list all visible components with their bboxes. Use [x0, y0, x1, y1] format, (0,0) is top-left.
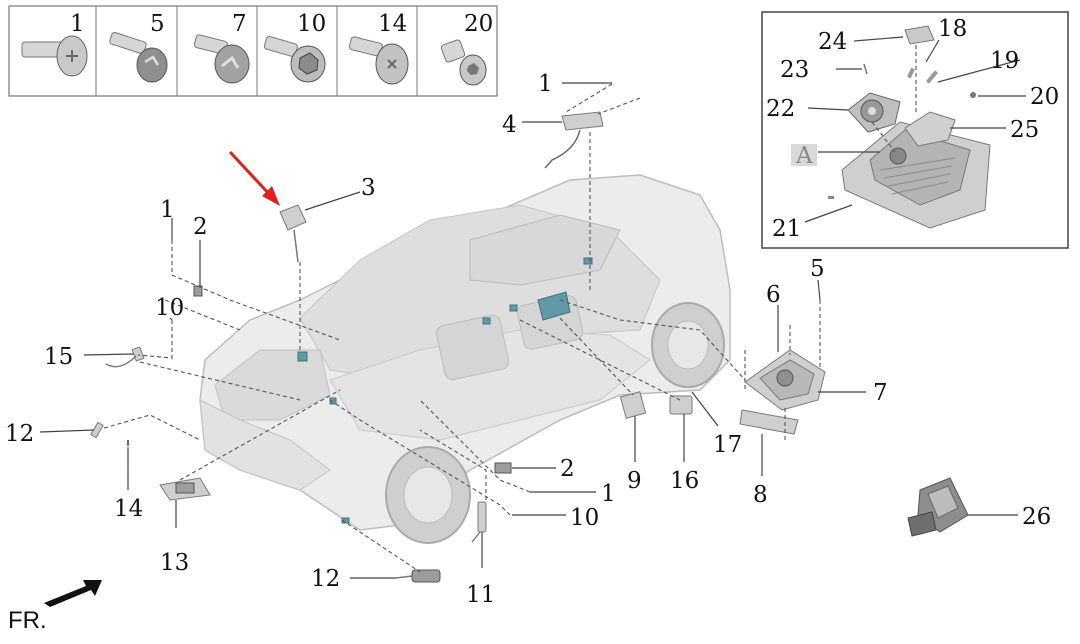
clip-23 [863, 63, 868, 75]
callout-2-left: 2 [193, 214, 208, 240]
inset-label-21: 21 [772, 216, 801, 242]
inset-label-22: 22 [766, 96, 795, 122]
part-16-module [669, 395, 693, 415]
pin-18 [907, 67, 915, 79]
inset-label-19: 19 [990, 48, 1019, 74]
flat-head-bolt-icon [21, 35, 88, 77]
fan-module-22 [847, 92, 901, 133]
callout-11: 11 [466, 582, 495, 608]
callout-1-mid: 1 [601, 481, 616, 507]
module-point [329, 397, 337, 405]
callout-17: 17 [713, 432, 742, 458]
part-11-strip [471, 501, 487, 543]
routing-lines [103, 83, 821, 573]
callout-14: 14 [114, 496, 143, 522]
legend-label-1: 1 [70, 11, 85, 37]
leader-lines [39, 82, 1018, 579]
front-label: FR. [8, 607, 47, 634]
callout-6: 6 [766, 282, 781, 308]
view-marker-a: A [795, 143, 813, 169]
legend-label-10: 10 [297, 11, 326, 37]
highlight-arrow-icon [228, 150, 280, 206]
fastener-legend: 1 5 7 10 14 20 [8, 5, 498, 97]
hex-flange-bolt-icon [263, 36, 326, 83]
callout-2-mid: 2 [560, 456, 575, 482]
legend-label-5: 5 [150, 11, 165, 37]
callout-3: 3 [361, 175, 376, 201]
callout-5: 5 [810, 256, 825, 282]
rear-module-highlight [297, 351, 308, 362]
inset-label-20: 20 [1030, 84, 1059, 110]
front-arrow-icon [44, 580, 102, 607]
callouts: 1 4 3 1 2 10 15 12 14 13 12 11 10 1 2 9 … [5, 71, 1051, 608]
legend-label-7: 7 [232, 11, 247, 37]
part-2-lower [494, 462, 512, 474]
part-6-control-unit [744, 349, 826, 411]
flange-screw-icon [109, 32, 168, 83]
callout-7: 7 [873, 380, 888, 406]
module-point [583, 257, 593, 265]
part-13-bracket [159, 477, 211, 501]
part-8-bracket [739, 409, 799, 435]
legend-label-20: 20 [464, 11, 493, 37]
legend-label-14: 14 [378, 11, 407, 37]
part-12-sensor-bottom [395, 569, 441, 583]
central-module-highlight [537, 291, 571, 321]
flat-head-bolt-icon [348, 36, 409, 85]
callout-10-bottom: 10 [570, 505, 599, 531]
clip-21 [828, 196, 834, 199]
callout-12-bottom: 12 [311, 566, 340, 592]
callout-1-top: 1 [538, 71, 553, 97]
callout-12-left: 12 [5, 421, 34, 447]
callout-26: 26 [1022, 504, 1051, 530]
callout-8: 8 [753, 482, 768, 508]
module-point [509, 304, 518, 312]
callout-10-left: 10 [155, 295, 184, 321]
callout-1-left: 1 [160, 197, 175, 223]
view-marker-box [791, 144, 817, 166]
detail-inset: 24 18 23 19 20 22 25 A 21 [761, 11, 1069, 249]
part-26-connector [907, 477, 969, 537]
inset-label-24: 24 [818, 29, 847, 55]
socket-head-screw-icon [440, 39, 487, 86]
callout-15: 15 [44, 344, 73, 370]
part-12-sensor-left [90, 421, 104, 439]
part-15-wire [105, 346, 145, 368]
thermal-pad-24 [904, 25, 935, 45]
module-point [482, 317, 491, 325]
vehicle-body [199, 174, 731, 544]
inset-label-23: 23 [780, 57, 809, 83]
inset-label-25: 25 [1010, 117, 1039, 143]
part-3-sensor [279, 204, 307, 263]
callout-16: 16 [670, 468, 699, 494]
callout-13: 13 [160, 550, 189, 576]
part-9-module [619, 391, 647, 419]
front-direction-marker: FR. [8, 580, 102, 634]
screw-20-small [970, 92, 976, 98]
part-4-antenna [544, 111, 604, 169]
pin-19 [925, 70, 939, 84]
callout-4: 4 [502, 112, 517, 138]
cover-plate-25 [904, 111, 956, 147]
flange-screw-icon [193, 34, 250, 84]
callout-9: 9 [627, 468, 642, 494]
inset-label-18: 18 [938, 16, 967, 42]
